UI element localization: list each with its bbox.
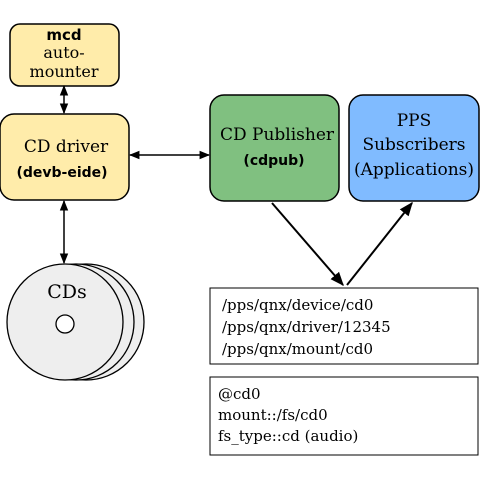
pps-object-box: @cd0 mount::/fs/cd0 fs_type::cd (audio) [209,376,479,456]
mcd-line1: auto- [43,43,84,62]
pps-object-frame [209,376,479,456]
cd-driver-title: CD driver [24,137,109,157]
cds-stack: CDs [6,263,145,381]
pps-object-name: @cd0 [218,385,261,403]
mcd-name: mcd [46,26,81,44]
pps-path-driver: /pps/qnx/driver/12345 [222,318,391,336]
cd-disc-hole [55,314,75,334]
pps-subscribers-node: PPS Subscribers (Applications) [348,94,480,202]
pps-subscribers-line3: (Applications) [354,160,474,180]
cd-publisher-node: CD Publisher (cdpub) [209,94,340,202]
pps-paths-frame [209,287,479,365]
pps-subscribers-line2: Subscribers [362,135,465,155]
mcd-automounter-node: mcd auto- mounter [9,23,120,87]
pps-path-device: /pps/qnx/device/cd0 [222,296,373,314]
pps-paths-box: /pps/qnx/device/cd0 /pps/qnx/driver/1234… [209,287,479,365]
pps-subscribers-arrow [346,201,413,286]
pps-subscribers-box [348,94,480,202]
pps-subscribers-line1: PPS [397,111,432,131]
pps-object-mount: mount::/fs/cd0 [218,406,328,424]
pps-object-fstype: fs_type::cd (audio) [218,427,358,445]
cd-publisher-title: CD Publisher [220,125,335,145]
cd-publisher-box [209,94,340,202]
connectors [59,84,413,287]
cd-publisher-subtitle: (cdpub) [243,153,304,169]
cd-driver-node: CD driver (devb-eide) [0,113,130,201]
cd-driver-subtitle: (devb-eide) [16,165,107,181]
publisher-pps-arrow [271,202,344,287]
cd-driver-box [0,113,130,201]
cds-label: CDs [47,281,87,303]
mcd-line2: mounter [30,62,99,81]
pps-path-mount: /pps/qnx/mount/cd0 [222,340,373,358]
